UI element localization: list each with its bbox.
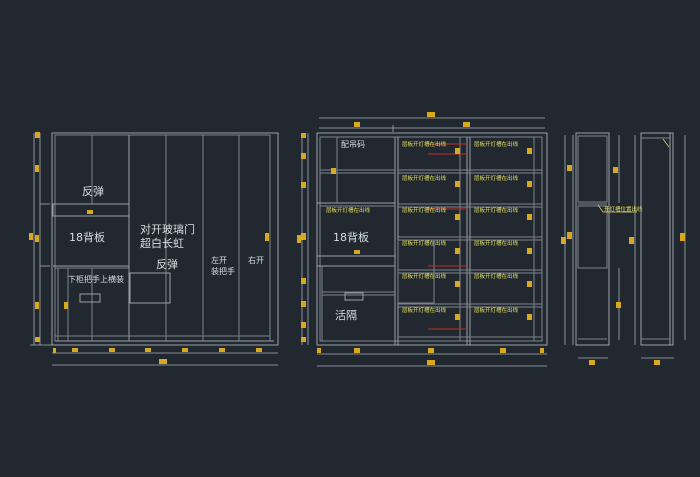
svg-text:层板开灯槽在出线: 层板开灯槽在出线 — [474, 140, 519, 148]
shelf-notes: 层板开灯槽在出线 层板开灯槽在出线 层板开灯槽在出线 层板开灯槽在出线 层板开灯… — [326, 140, 519, 314]
middle-cabinet-frame — [316, 132, 548, 346]
label-side-note: 开灯槽位置出线 — [604, 205, 643, 213]
label-left-open: 左开 — [211, 255, 227, 265]
label-right-open: 右开 — [248, 255, 264, 265]
label-back-panel: 18背板 — [69, 230, 105, 244]
side-view-2 — [629, 132, 686, 365]
svg-text:层板开灯槽在出线: 层板开灯槽在出线 — [474, 306, 519, 314]
svg-text:层板开灯槽在出线: 层板开灯槽在出线 — [402, 239, 447, 247]
svg-text:层板开灯槽在出线: 层板开灯槽在出线 — [474, 206, 519, 214]
svg-text:层板开灯槽在出线: 层板开灯槽在出线 — [402, 174, 447, 182]
drawer-handle-icon — [79, 293, 101, 303]
svg-text:层板开灯槽在出线: 层板开灯槽在出线 — [474, 272, 519, 280]
glass-panel — [129, 272, 171, 304]
middle-elevation: 层板开灯槽在出线 层板开灯槽在出线 层板开灯槽在出线 层板开灯槽在出线 层板开灯… — [297, 112, 548, 367]
label-light: 超白长虹 — [140, 236, 184, 250]
label-rebound-mid: 反弹 — [156, 257, 178, 271]
svg-text:层板开灯槽在出线: 层板开灯槽在出线 — [402, 140, 447, 148]
side-view-1: 开灯槽位置出线 — [561, 132, 643, 365]
svg-text:层板开灯槽在出线: 层板开灯槽在出线 — [474, 174, 519, 182]
svg-text:层板开灯槽在出线: 层板开灯槽在出线 — [402, 206, 447, 214]
left-cabinet-frame — [51, 132, 279, 346]
label-movable-divider: 活隔 — [335, 309, 357, 322]
svg-text:层板开灯槽在出线: 层板开灯槽在出线 — [402, 272, 447, 280]
label-lower-handle: 下柜把手上横装 — [68, 274, 124, 284]
upper-shelf — [52, 203, 130, 217]
label-handle: 装把手 — [211, 266, 235, 276]
svg-text:层板开灯槽在出线: 层板开灯槽在出线 — [474, 239, 519, 247]
label-glass-door: 对开玻璃门 — [140, 222, 195, 236]
label-rebound-top: 反弹 — [82, 184, 104, 198]
left-elevation: 反弹 18背板 对开玻璃门 超白长虹 反弹 下柜把手上横装 左开 装把手 右开 — [29, 132, 279, 366]
drawer-handle-icon — [344, 292, 364, 301]
label-back-panel-middle: 18背板 — [333, 230, 369, 244]
svg-text:层板开灯槽在出线: 层板开灯槽在出线 — [326, 206, 371, 214]
label-hanger: 配吊码 — [341, 140, 365, 149]
svg-text:层板开灯槽在出线: 层板开灯槽在出线 — [402, 306, 447, 314]
